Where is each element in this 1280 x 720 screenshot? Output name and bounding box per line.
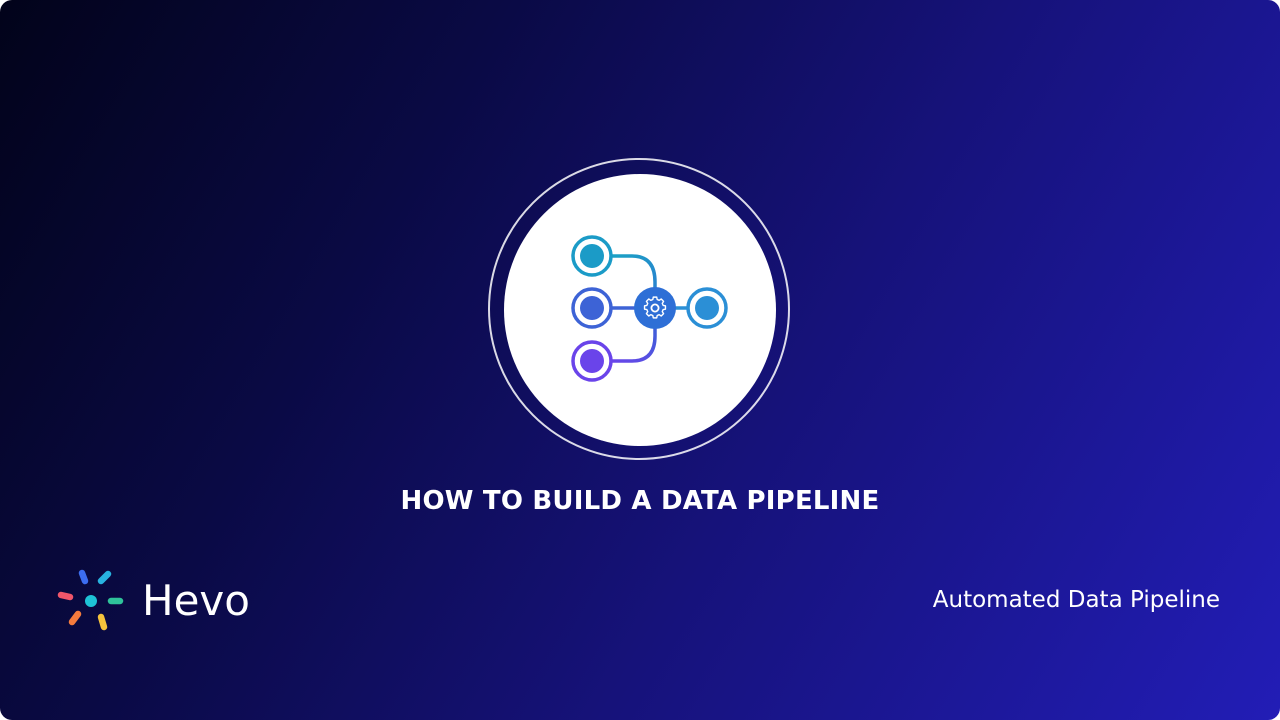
input-node-middle <box>571 287 613 329</box>
icon-ring <box>488 158 790 460</box>
page-title: HOW TO BUILD A DATA PIPELINE <box>400 486 880 516</box>
brand-tagline: Automated Data Pipeline <box>932 587 1220 613</box>
data-pipeline-icon <box>571 235 728 382</box>
input-node-bottom <box>571 340 613 382</box>
brand-name: Hevo <box>142 576 250 625</box>
input-node-top <box>571 235 613 277</box>
output-node <box>686 287 728 329</box>
hevo-logo: Hevo <box>56 568 250 634</box>
gear-icon <box>634 287 676 329</box>
hevo-pinwheel-logo <box>57 569 124 631</box>
